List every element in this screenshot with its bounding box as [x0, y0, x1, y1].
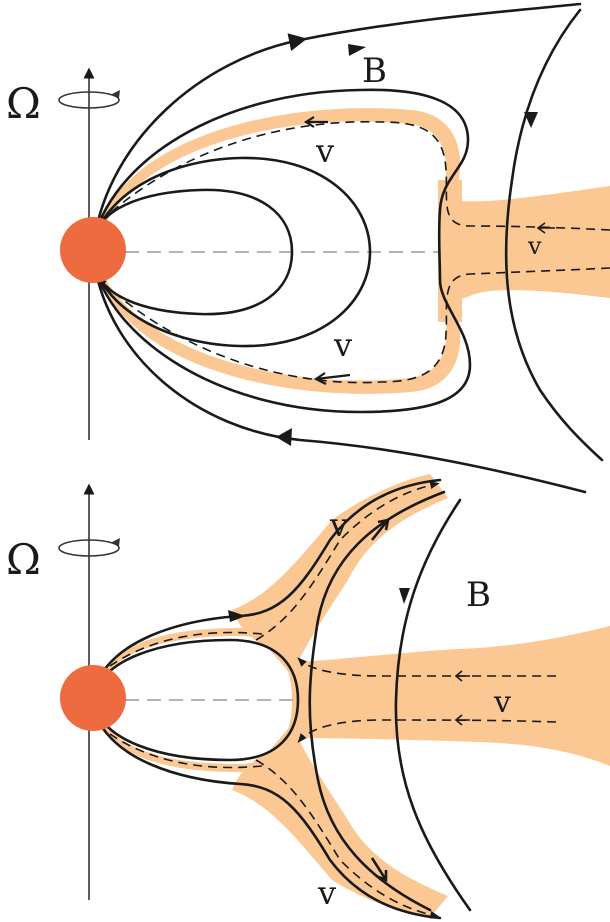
field-arrow-outer [524, 112, 538, 128]
velocity-label-lower: v [333, 326, 352, 364]
outer-field-line [504, 8, 604, 462]
flow-shell-upper [109, 631, 263, 667]
rotation-symbol: Ω [6, 79, 41, 128]
split-field-line [308, 490, 446, 912]
plasma-arm-upper [232, 474, 448, 676]
field-lines-bottom [92, 478, 472, 920]
open-field-upper-bottom [92, 478, 442, 692]
field-arrow-left [228, 610, 246, 622]
plasma-wind [448, 186, 610, 300]
rotation-swirl-icon-bottom [58, 539, 120, 557]
closed-field-middle [90, 156, 372, 348]
plasma-wind-bottom [296, 626, 610, 766]
closed-field-bottom [92, 638, 300, 762]
flow-upper [97, 120, 610, 231]
rotation-swirl-icon [58, 91, 120, 109]
rotation-symbol-bottom: Ω [6, 535, 41, 584]
closed-field-inner [90, 188, 294, 316]
velocity-label-upper-bottom: v [329, 506, 348, 544]
star [60, 217, 126, 283]
field-arrows-top [276, 44, 538, 446]
open-field-upper [92, 2, 582, 242]
open-field-lower [92, 260, 587, 494]
flow-lines-top [97, 120, 610, 384]
plasma-shell [100, 628, 300, 772]
plasma-region-bottom [100, 474, 610, 918]
plasma-region-top [100, 108, 610, 394]
velocity-arrows-bottom [370, 518, 470, 882]
field-label-bottom: B [466, 575, 491, 615]
flow-lines-bottom [109, 481, 557, 919]
plasma-arm-lower [232, 724, 448, 918]
velocity-label-wind-bottom: v [493, 685, 511, 720]
velocity-label-lower-bottom: v [317, 874, 336, 912]
closed-field-outer [90, 88, 472, 414]
flow-shell-lower [109, 733, 263, 769]
field-label: B [362, 51, 387, 91]
field-arrow-lower [276, 428, 292, 446]
top-panel: Ω B v v v [6, 2, 610, 494]
plasma-lower-arc [100, 276, 461, 394]
star-bottom [60, 665, 126, 731]
open-field-lower-bottom [92, 708, 442, 920]
outer-field-line-bottom [394, 498, 472, 912]
bottom-panel: Ω B v v v [6, 474, 610, 920]
velocity-arrows-top [303, 116, 555, 385]
field-arrows-bottom [228, 588, 410, 622]
field-lines-top [90, 2, 604, 494]
flow-lower [97, 267, 610, 384]
velocity-label-wind: v [527, 232, 542, 260]
field-arrow-upper [348, 44, 366, 56]
plasma-upper-arc [100, 108, 461, 226]
field-arrow-outer-bottom [399, 588, 410, 604]
flow-upper-arm [255, 481, 440, 641]
velocity-label-upper: v [315, 132, 334, 170]
flow-lower-arm [255, 759, 440, 919]
